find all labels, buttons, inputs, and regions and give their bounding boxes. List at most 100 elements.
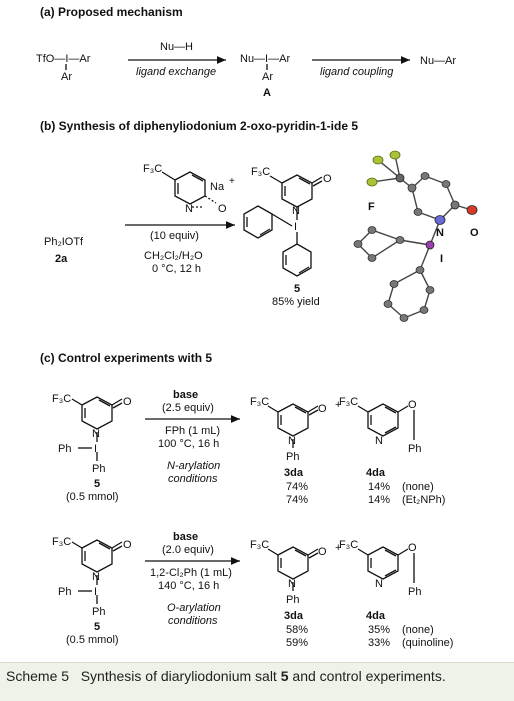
exp2-3da-o: O: [318, 546, 327, 558]
scheme-figure: (a) Proposed mechanism TfO—I—Ar Ar Nu—H …: [36, 5, 479, 649]
exp2-cond-line2: conditions: [168, 615, 218, 627]
exp2-3da-cf3: F₃C: [250, 539, 269, 551]
exp1-row2-note: (Et₂NPh): [402, 494, 445, 506]
intermediate-ar-sub: Ar: [262, 71, 273, 83]
exp1-row2-3da: 74%: [286, 494, 308, 506]
temp-condition: 0 °C, 12 h: [152, 263, 201, 275]
exp2-row2-4da: 33%: [368, 637, 390, 649]
exp1-sm-cf3: F₃C: [52, 393, 71, 405]
exp1-row1-4da: 14%: [368, 481, 390, 493]
exp1-sm-i: I: [94, 443, 97, 455]
exp1-starting-structure: [71, 396, 123, 461]
caption-text-1: Synthesis of diaryliodonium salt: [80, 668, 281, 684]
caption-prefix: Scheme 5: [6, 668, 70, 684]
exp2-sm-amount: (0.5 mmol): [66, 634, 119, 646]
exp1-3da-o: O: [318, 403, 327, 415]
exp2-sm-ph1: Ph: [58, 586, 71, 598]
sodium-pyridinolate-structure: [161, 171, 217, 208]
section-b-heading: (b) Synthesis of diphenyliodonium 2-oxo-…: [40, 119, 358, 133]
reagent-equiv: (10 equiv): [150, 230, 199, 242]
starting-ph2iotf: Ph₂IOTf: [44, 236, 84, 248]
exp1-3da-cf3: F₃C: [250, 396, 269, 408]
xray-label-n: N: [436, 227, 444, 239]
exp2-product-4da-structure: [357, 546, 415, 583]
product-i: I: [294, 221, 297, 233]
exp1-3da-ph: Ph: [286, 451, 299, 463]
caption-row: Scheme 5 Synthesis of diaryliodonium sal…: [6, 668, 446, 686]
product-cf3: F₃C: [251, 166, 270, 178]
exp1-cond-line2: conditions: [168, 473, 218, 485]
exp1-sm-ph1: Ph: [58, 443, 71, 455]
exp2-row1-4da: 35%: [368, 624, 390, 636]
exp1-label-4da: 4da: [366, 467, 386, 479]
exp2-temp: 140 °C, 16 h: [158, 580, 219, 592]
exp2-plus: +: [335, 542, 341, 554]
exp1-sm-amount: (0.5 mmol): [66, 491, 119, 503]
reagent-plus: +: [229, 176, 235, 187]
exp1-row1-note: (none): [402, 481, 434, 493]
exp2-product-3da-structure: [267, 546, 319, 591]
exp1-row2-4da: 14%: [368, 494, 390, 506]
exp2-sm-cf3: F₃C: [52, 536, 71, 548]
exp1-sm-n: N: [92, 428, 100, 440]
product-label-5: 5: [294, 283, 300, 295]
exp1-4da-ph: Ph: [408, 443, 421, 455]
reagent-na: Na: [210, 181, 225, 193]
product-nu-ar: Nu—Ar: [420, 55, 456, 67]
exp2-sm-i: I: [94, 586, 97, 598]
exp1-solvent: FPh (1 mL): [165, 425, 220, 437]
exp2-sm-o: O: [123, 539, 132, 551]
exp2-row1-3da: 58%: [286, 624, 308, 636]
exp2-solvent: 1,2-Cl₂Ph (1 mL): [150, 567, 232, 579]
condition-ligand-exchange: ligand exchange: [136, 66, 216, 78]
section-c-heading: (c) Control experiments with 5: [40, 351, 212, 365]
xray-crystal-structure: [353, 150, 478, 322]
reagent-n: N: [185, 203, 193, 215]
exp1-sm-o: O: [123, 396, 132, 408]
exp1-equiv: (2.5 equiv): [162, 402, 214, 414]
exp2-label-4da: 4da: [366, 610, 386, 622]
exp1-product-3da-structure: [267, 403, 319, 448]
product-yield: 85% yield: [272, 296, 320, 308]
reactant-tfo-i-ar: TfO—I—Ar: [36, 53, 91, 65]
exp1-product-4da-structure: [357, 403, 415, 440]
exp2-label-3da: 3da: [284, 610, 304, 622]
exp2-equiv: (2.0 equiv): [162, 544, 214, 556]
caption-bold-num: 5: [280, 668, 289, 684]
exp1-temp: 100 °C, 16 h: [158, 438, 219, 450]
exp2-4da-o: O: [408, 542, 417, 554]
exp2-row1-note: (none): [402, 624, 434, 636]
exp1-sm-ph2: Ph: [92, 463, 105, 475]
solvent-ch2cl2-h2o: CH₂Cl₂/H₂O: [144, 250, 203, 262]
xray-label-o: O: [470, 227, 479, 239]
exp2-3da-n: N: [288, 578, 296, 590]
exp1-3da-n: N: [288, 435, 296, 447]
exp2-row2-note: (quinoline): [402, 637, 453, 649]
caption-text-2: and control experiments.: [288, 668, 446, 684]
exp1-label-3da: 3da: [284, 467, 304, 479]
starting-label-2a: 2a: [55, 253, 68, 265]
section-a-heading: (a) Proposed mechanism: [40, 5, 183, 19]
exp2-starting-structure: [71, 539, 123, 604]
exp2-sm-ph2: Ph: [92, 606, 105, 618]
product-5-structure: [243, 174, 323, 277]
exp2-4da-cf3: F₃C: [339, 539, 358, 551]
exp2-cond-line1: O-arylation: [167, 602, 221, 614]
exp2-4da-ph: Ph: [408, 586, 421, 598]
reagent-cf3: F₃C: [143, 163, 162, 175]
xray-label-f: F: [368, 201, 375, 213]
exp1-4da-n: N: [375, 435, 383, 447]
exp1-4da-cf3: F₃C: [339, 396, 358, 408]
exp2-3da-ph: Ph: [286, 594, 299, 606]
exp2-base: base: [173, 531, 198, 543]
product-n: N: [292, 205, 300, 217]
intermediate-nu-i-ar: Nu—I—Ar: [240, 53, 290, 65]
reagent-nu-h: Nu—H: [160, 41, 193, 53]
exp1-cond-line1: N-arylation: [167, 460, 220, 472]
exp1-sm-label: 5: [94, 478, 100, 490]
exp1-base: base: [173, 389, 198, 401]
exp2-row2-3da: 59%: [286, 637, 308, 649]
exp2-sm-n: N: [92, 571, 100, 583]
product-o: O: [323, 173, 332, 185]
condition-ligand-coupling: ligand coupling: [320, 66, 394, 78]
